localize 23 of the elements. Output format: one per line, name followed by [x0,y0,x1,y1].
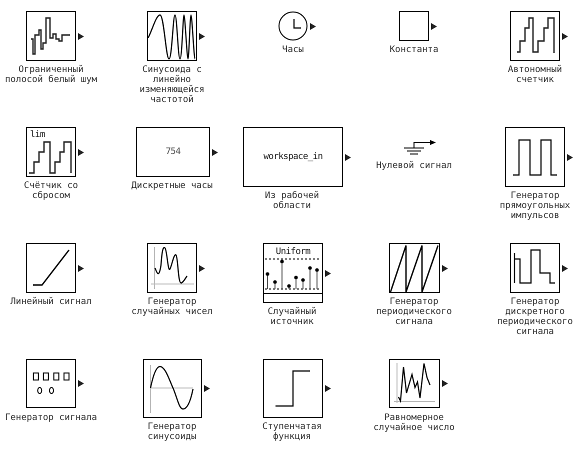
variable-name: workspace_in [263,152,323,162]
distribution-label: Uniform [276,247,310,257]
block-label: Ограниченный полосой белый шум [4,65,98,85]
block-label: Линейный сигнал [10,297,92,307]
limit-label: lim [30,130,45,140]
block-label: Дискретные часы [130,181,214,191]
block-label: Равномерное случайное число [372,413,456,433]
block-label: Ступенчатая функция [262,422,322,442]
block-label: Часы [282,45,304,55]
block-label: Автономный счетчик [507,65,563,85]
block-label: Генератор дискретного периодического сигнала [496,297,574,337]
block-label: Синусоида с линейно изменяющейся частотой [138,65,206,105]
block-label: Константа [389,45,439,55]
block-label: Генератор случайных чисел [130,297,214,317]
block-label: Счётчик со сбросом [23,181,79,201]
block-label: Генератор синусоиды [147,422,197,442]
block-label: Из рабочей области [264,191,320,211]
block-label: Генератор сигнала [4,413,98,423]
time-readout: 754 [166,147,180,157]
block-label: Случайный источник [267,307,317,327]
block-label: Генератор прямоугольных импульсов [499,191,571,221]
block-label: Генератор периодического сигнала [376,297,452,327]
block-label: Нулевой сигнал [376,161,452,171]
